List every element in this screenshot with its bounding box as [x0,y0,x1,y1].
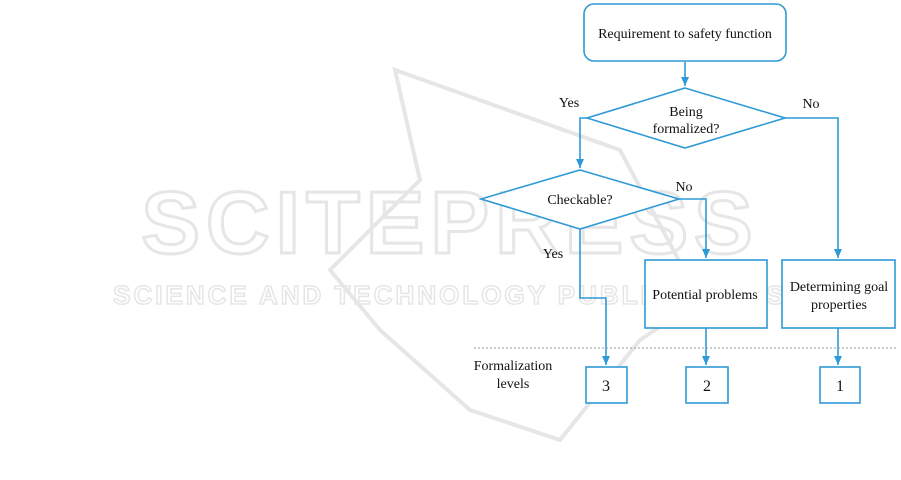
watermark-title: SCITEPRESS [141,173,758,272]
connector-formalized-no [785,118,838,258]
decision-checkable-label: Checkable? [547,193,612,208]
levels-caption-line2: levels [497,377,530,392]
level-2-label: 2 [703,378,711,395]
start-node-label: Requirement to safety function [598,27,772,42]
decision-formalized-no-label: No [802,97,819,112]
decision-formalized-line1: Being [669,105,702,120]
decision-formalized-yes-label: Yes [559,96,579,111]
level-1-label: 1 [836,378,844,395]
potential-problems-label: Potential problems [652,288,757,303]
connector-formalized-yes [580,118,587,168]
decision-checkable-yes-label: Yes [543,247,563,262]
level-3-label: 3 [602,378,610,395]
levels-caption-line1: Formalization [474,359,553,374]
goal-properties-line1: Determining goal [790,280,888,295]
goal-properties-line2: properties [811,298,867,313]
decision-checkable-no-label: No [675,180,692,195]
decision-formalized-line2: formalized? [653,122,720,137]
